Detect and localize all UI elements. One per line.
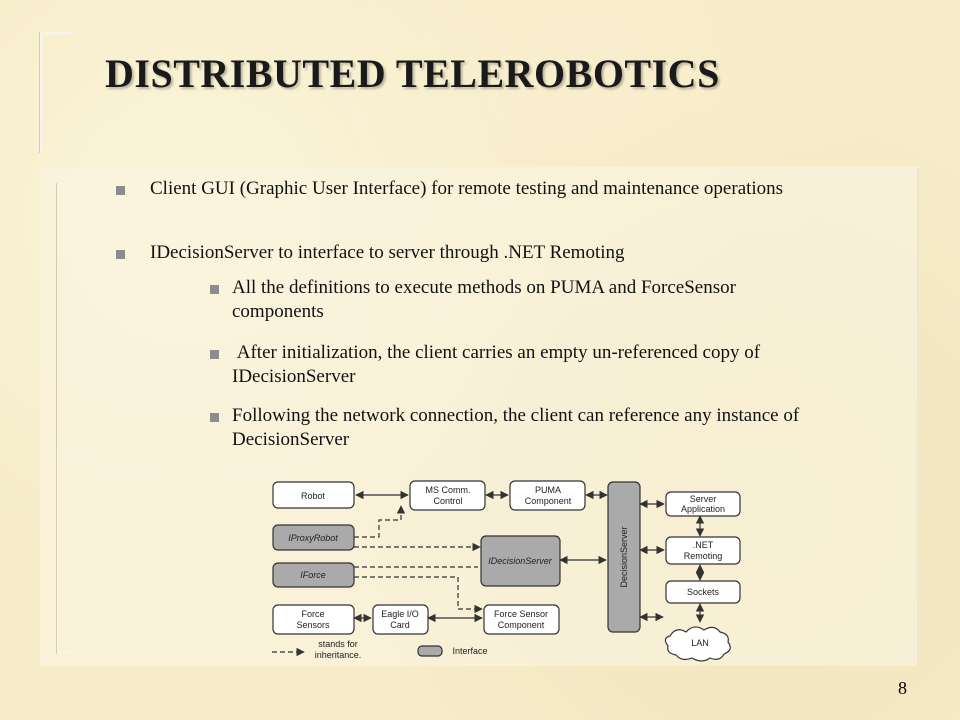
label-idecisionserver: IDecisionServer bbox=[488, 556, 553, 566]
svg-text:Force: Force bbox=[301, 609, 324, 619]
label-decisionserver: DecisionServer bbox=[619, 526, 629, 587]
svg-text:Remoting: Remoting bbox=[684, 551, 723, 561]
label-fs-comp-2: Component bbox=[498, 620, 545, 630]
svg-text:Component: Component bbox=[525, 496, 572, 506]
svg-text:Component: Component bbox=[498, 620, 545, 630]
svg-text:Application: Application bbox=[681, 504, 725, 514]
label-lan: LAN bbox=[691, 638, 709, 648]
label-puma-2: Component bbox=[525, 496, 572, 506]
slide-title: DISTRIBUTED TELEROBOTICS bbox=[105, 51, 720, 96]
bullet-square-icon bbox=[210, 285, 219, 294]
label-server-app-1: Server bbox=[690, 494, 717, 504]
label-force-sensors-2: Sensors bbox=[296, 620, 330, 630]
page-number: 8 bbox=[898, 678, 907, 698]
legend-interface-label: Interface bbox=[452, 646, 487, 656]
bullet-text: Following the network connection, the cl… bbox=[232, 405, 800, 450]
sub-bullet-definitions: All the definitions to execute methods o… bbox=[210, 276, 832, 324]
bullet-square-icon bbox=[116, 186, 125, 195]
svg-text:.NET: .NET bbox=[693, 540, 714, 550]
dashed-iproxyrobot-to-mscomm bbox=[354, 505, 406, 538]
node-ms-comm-control bbox=[409, 480, 486, 511]
svg-text:Robot: Robot bbox=[301, 491, 326, 501]
label-ms-comm-2: Control bbox=[433, 496, 462, 506]
svg-text:Sockets: Sockets bbox=[687, 587, 720, 597]
title-bracket-decoration bbox=[40, 32, 73, 153]
label-fs-comp-1: Force Sensor bbox=[494, 609, 548, 619]
label-ms-comm-1: MS Comm. bbox=[426, 485, 471, 495]
svg-text:Interface: Interface bbox=[452, 646, 487, 656]
node-server-application bbox=[665, 491, 741, 517]
node-robot bbox=[272, 481, 355, 509]
sub-bullet-initialization: After initialization, the client carries… bbox=[210, 341, 832, 389]
svg-text:LAN: LAN bbox=[691, 638, 709, 648]
bullet-text: Client GUI (Graphic User Interface) for … bbox=[150, 178, 784, 199]
svg-text:Card: Card bbox=[390, 620, 410, 630]
bullet-client-gui: Client GUI (Graphic User Interface) for … bbox=[116, 177, 870, 201]
svg-text:MS Comm.: MS Comm. bbox=[426, 485, 471, 495]
svg-text:DecisionServer: DecisionServer bbox=[619, 526, 629, 587]
bullet-text: IDecisionServer to interface to server t… bbox=[150, 242, 625, 263]
label-robot: Robot bbox=[301, 491, 326, 501]
node-decisionserver bbox=[607, 481, 641, 633]
dashed-iforce-to-forcesensorcomp bbox=[354, 576, 483, 614]
svg-text:Sensors: Sensors bbox=[296, 620, 330, 630]
legend-inheritance-2: inheritance. bbox=[315, 650, 362, 660]
sub-bullet-network-connection: Following the network connection, the cl… bbox=[210, 404, 852, 452]
label-net-1: .NET bbox=[693, 540, 714, 550]
node-sockets bbox=[665, 580, 741, 604]
bullet-square-icon bbox=[210, 413, 219, 422]
node-force-sensor-component bbox=[483, 604, 560, 635]
svg-text:stands for: stands for bbox=[318, 639, 358, 649]
bullet-square-icon bbox=[210, 350, 219, 359]
label-sockets: Sockets bbox=[687, 587, 720, 597]
label-eagle-1: Eagle I/O bbox=[381, 609, 419, 619]
node-iforce bbox=[272, 562, 355, 588]
bullet-idecisionserver: IDecisionServer to interface to server t… bbox=[116, 241, 870, 265]
node-idecisionserver bbox=[480, 535, 561, 587]
label-eagle-2: Card bbox=[390, 620, 410, 630]
label-server-app-2: Application bbox=[681, 504, 725, 514]
legend-interface-swatch bbox=[417, 645, 443, 657]
svg-text:Control: Control bbox=[433, 496, 462, 506]
svg-text:Eagle I/O: Eagle I/O bbox=[381, 609, 419, 619]
svg-text:IDecisionServer: IDecisionServer bbox=[488, 556, 553, 566]
svg-text:Force Sensor: Force Sensor bbox=[494, 609, 548, 619]
label-iforce: IForce bbox=[300, 570, 326, 580]
bullet-square-icon bbox=[116, 250, 125, 259]
node-force-sensors bbox=[272, 604, 355, 635]
node-eagle-io-card bbox=[372, 604, 429, 635]
svg-text:IProxyRobot: IProxyRobot bbox=[288, 533, 338, 543]
label-iproxyrobot: IProxyRobot bbox=[288, 533, 338, 543]
label-puma-1: PUMA bbox=[535, 485, 561, 495]
body-bracket-decoration bbox=[57, 183, 74, 654]
label-force-sensors-1: Force bbox=[301, 609, 324, 619]
svg-text:IForce: IForce bbox=[300, 570, 326, 580]
legend-inheritance-1: stands for bbox=[318, 639, 358, 649]
svg-text:inheritance.: inheritance. bbox=[315, 650, 362, 660]
svg-text:Server: Server bbox=[690, 494, 717, 504]
node-lan-cloud bbox=[664, 626, 731, 662]
svg-text:PUMA: PUMA bbox=[535, 485, 561, 495]
bullet-text: After initialization, the client carries… bbox=[232, 342, 765, 387]
node-puma-component bbox=[509, 480, 586, 511]
node-net-remoting bbox=[665, 536, 741, 565]
architecture-diagram: Robot MS Comm. Control PUMA Component IP… bbox=[272, 480, 741, 662]
node-iproxyrobot bbox=[272, 524, 355, 551]
bullet-text: All the definitions to execute methods o… bbox=[232, 277, 736, 322]
content-panel bbox=[40, 167, 919, 666]
label-net-2: Remoting bbox=[684, 551, 723, 561]
